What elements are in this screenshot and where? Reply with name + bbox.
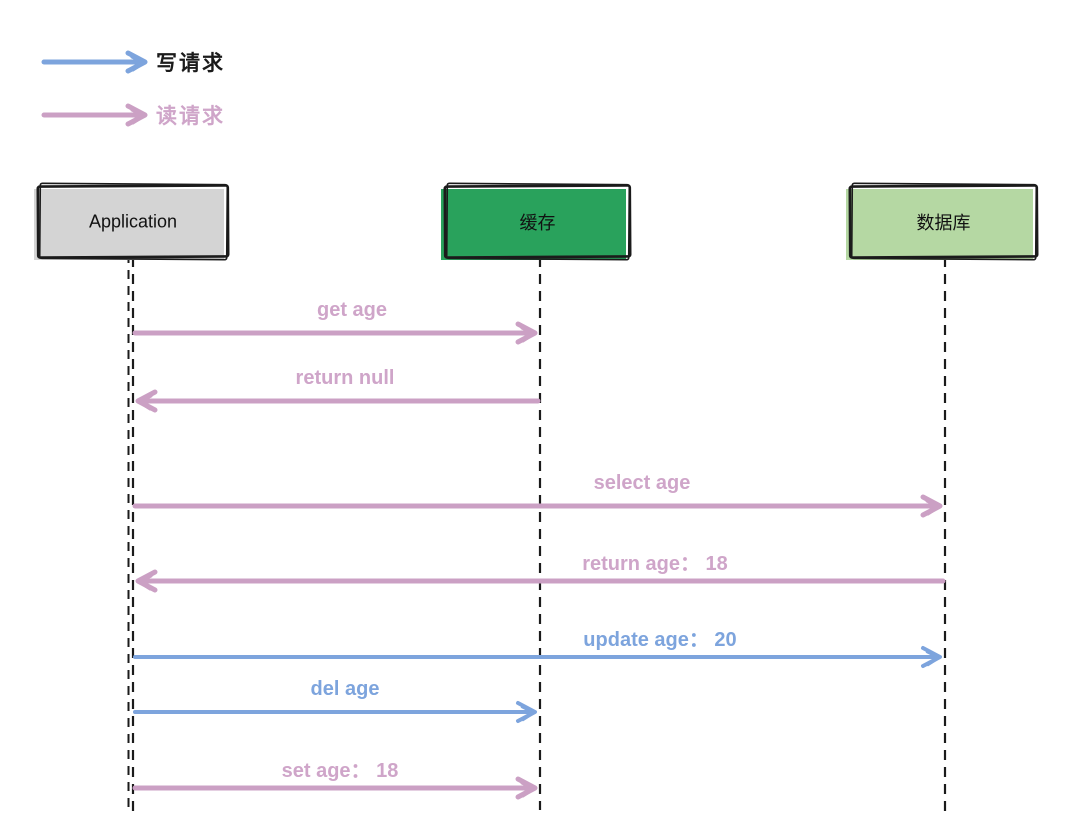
participant-label-cache: 缓存 — [519, 212, 556, 233]
legend-read-arrow-arrowhead-sketch — [130, 108, 146, 125]
cache-box-fill — [441, 189, 626, 260]
message-arrow-5-arrowhead-sketch — [520, 705, 536, 722]
message-arrow-3-arrowhead-sketch — [137, 574, 153, 591]
message-arrow-0-arrowhead-sketch — [520, 326, 536, 343]
database-box-outline-sketch — [850, 182, 1038, 261]
message-label-return-null: return null — [295, 367, 395, 389]
message-label-set-age-18: set age： 18 — [281, 760, 399, 782]
application-box-outline-sketch — [38, 182, 229, 261]
cache-box-outline — [443, 184, 632, 259]
database-box-fill — [846, 189, 1033, 260]
message-arrow-4-arrowhead — [921, 646, 942, 668]
message-arrow-1-arrowhead-sketch — [137, 394, 153, 411]
participant-label-database: 数据库 — [916, 212, 971, 233]
participant-label-application: Application — [88, 211, 178, 231]
application-box-fill — [34, 189, 224, 260]
legend-label-write-request: 写请求 — [156, 52, 225, 75]
message-label-get-age: get age — [316, 299, 388, 321]
message-label-del-age: del age — [310, 678, 380, 700]
message-label-return-age-18: return age： 18 — [582, 553, 728, 575]
message-arrow-5-arrowhead — [516, 701, 537, 723]
application-box-outline — [36, 184, 230, 259]
cache-box-outline-sketch — [445, 182, 631, 261]
legend-label-read-request: 读请求 — [156, 105, 225, 128]
message-label-update-age-20: update age： 20 — [583, 629, 737, 651]
message-arrow-4-arrowhead-sketch — [925, 650, 941, 667]
database-box-outline — [848, 184, 1039, 259]
legend-write-arrow-arrowhead-sketch — [130, 55, 146, 72]
message-label-select-age: select age — [593, 472, 691, 494]
message-arrow-2-arrowhead-sketch — [925, 499, 941, 516]
message-arrow-6-arrowhead-sketch — [520, 781, 536, 798]
